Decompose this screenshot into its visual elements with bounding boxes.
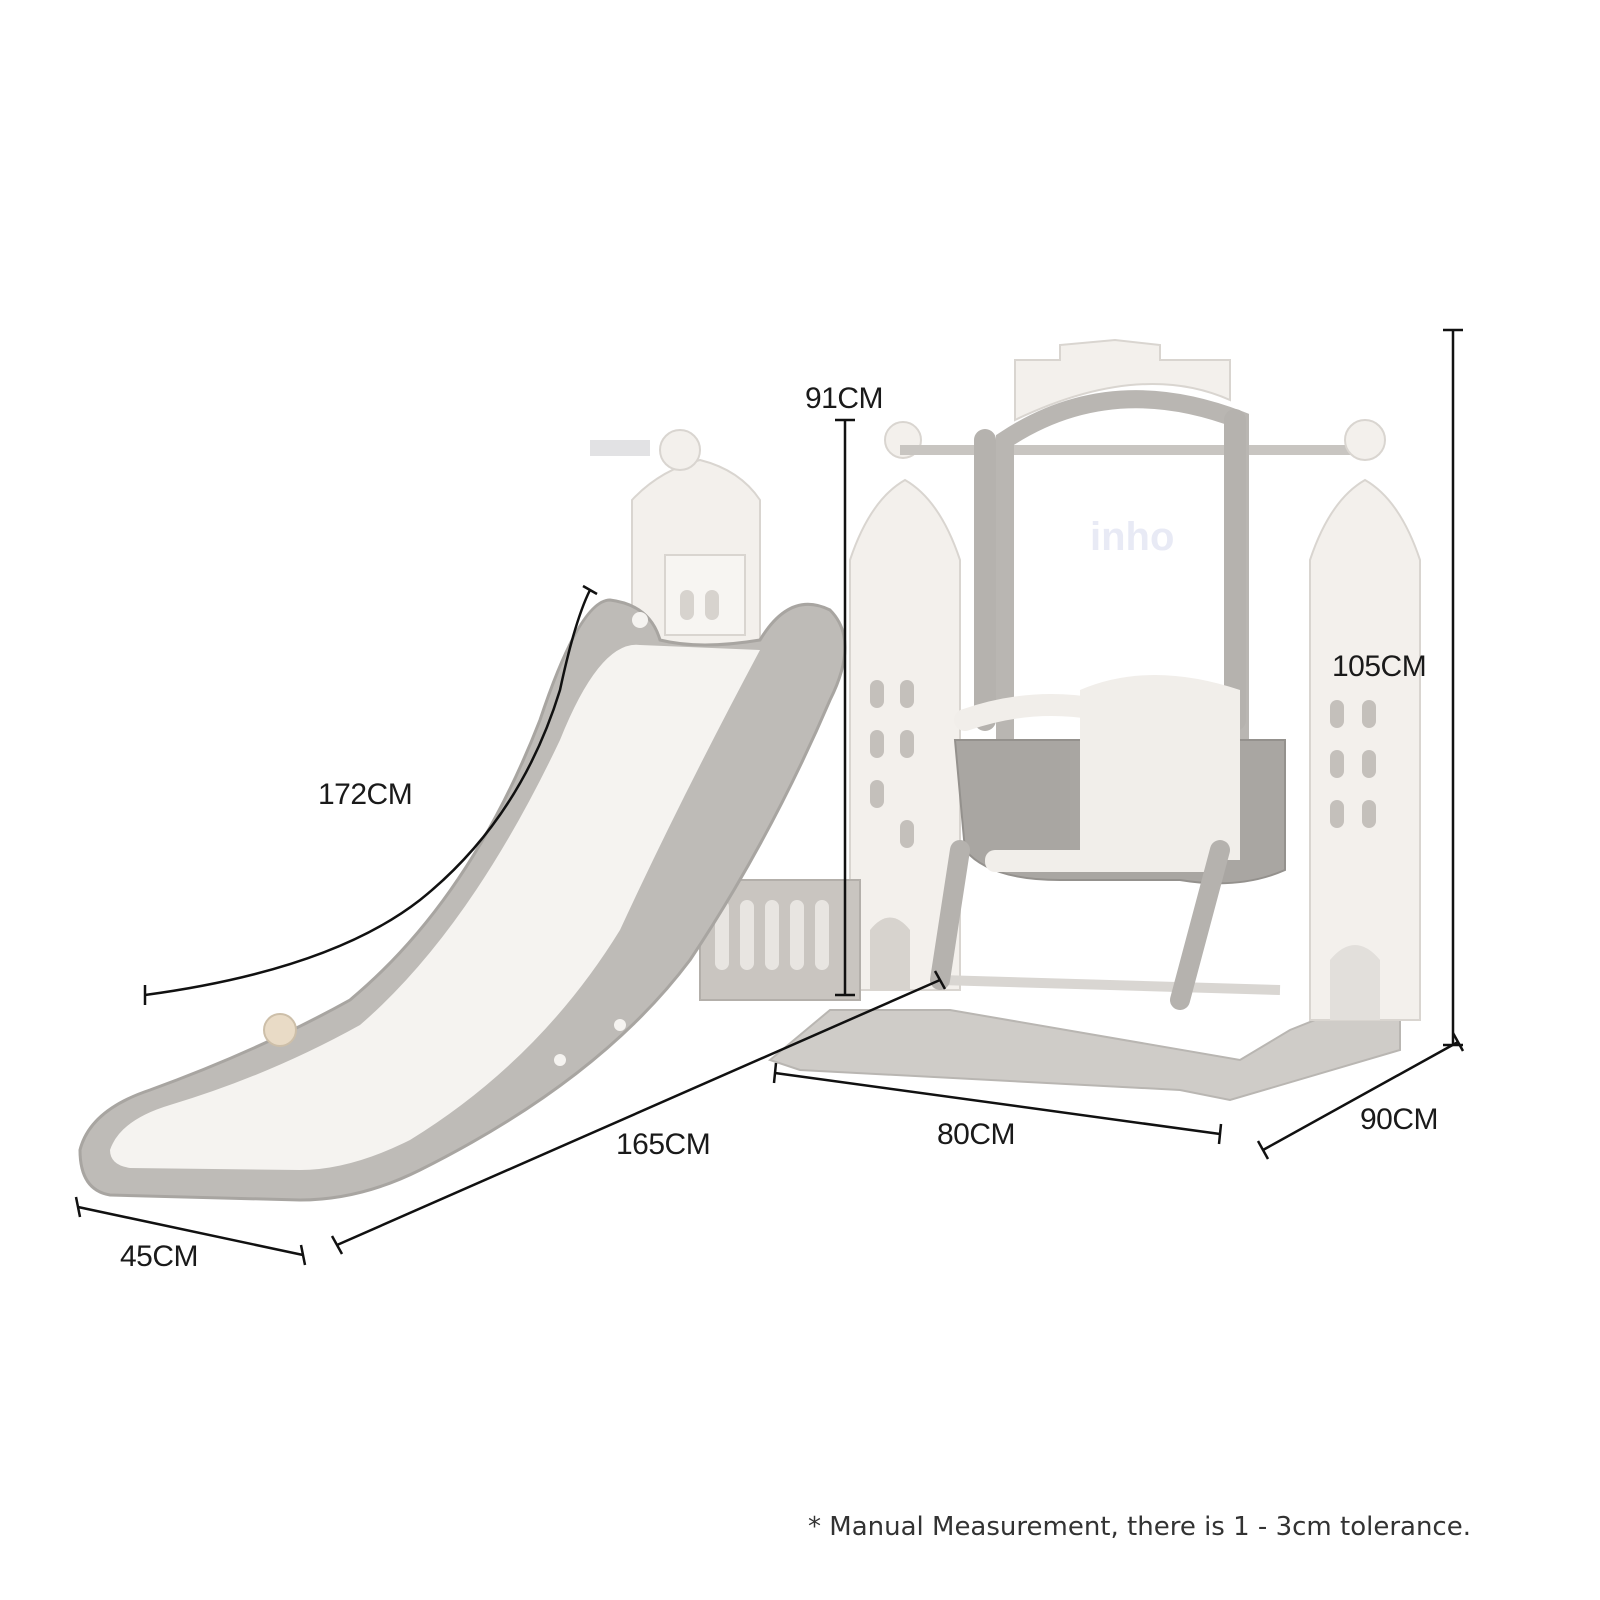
dim-slide-width-line bbox=[77, 1205, 304, 1257]
label-swing-height: 105CM bbox=[1332, 650, 1427, 683]
dim-base-length-line bbox=[336, 978, 941, 1247]
slide-tower bbox=[590, 429, 761, 651]
slide bbox=[78, 598, 847, 1202]
label-tower-height: 91CM bbox=[805, 382, 884, 415]
swing-frame bbox=[767, 338, 1421, 1102]
dimension-lines bbox=[74, 328, 1465, 1266]
label-base-length: 165CM bbox=[616, 1128, 711, 1161]
dim-swing-length-line bbox=[774, 1071, 1221, 1136]
label-slide-width: 45CM bbox=[120, 1240, 199, 1273]
label-swing-depth: 90CM bbox=[1360, 1103, 1439, 1136]
label-slide-length: 172CM bbox=[318, 778, 413, 811]
watermark-text: inho bbox=[1090, 515, 1175, 559]
measurement-footnote: * Manual Measurement, there is 1 - 3cm t… bbox=[808, 1512, 1471, 1542]
dim-slide-length-line bbox=[144, 589, 592, 997]
middle-tower bbox=[849, 421, 961, 991]
label-swing-length: 80CM bbox=[937, 1118, 1016, 1151]
dim-swing-depth-line bbox=[1262, 1040, 1459, 1152]
swing-seat bbox=[930, 409, 1286, 1010]
